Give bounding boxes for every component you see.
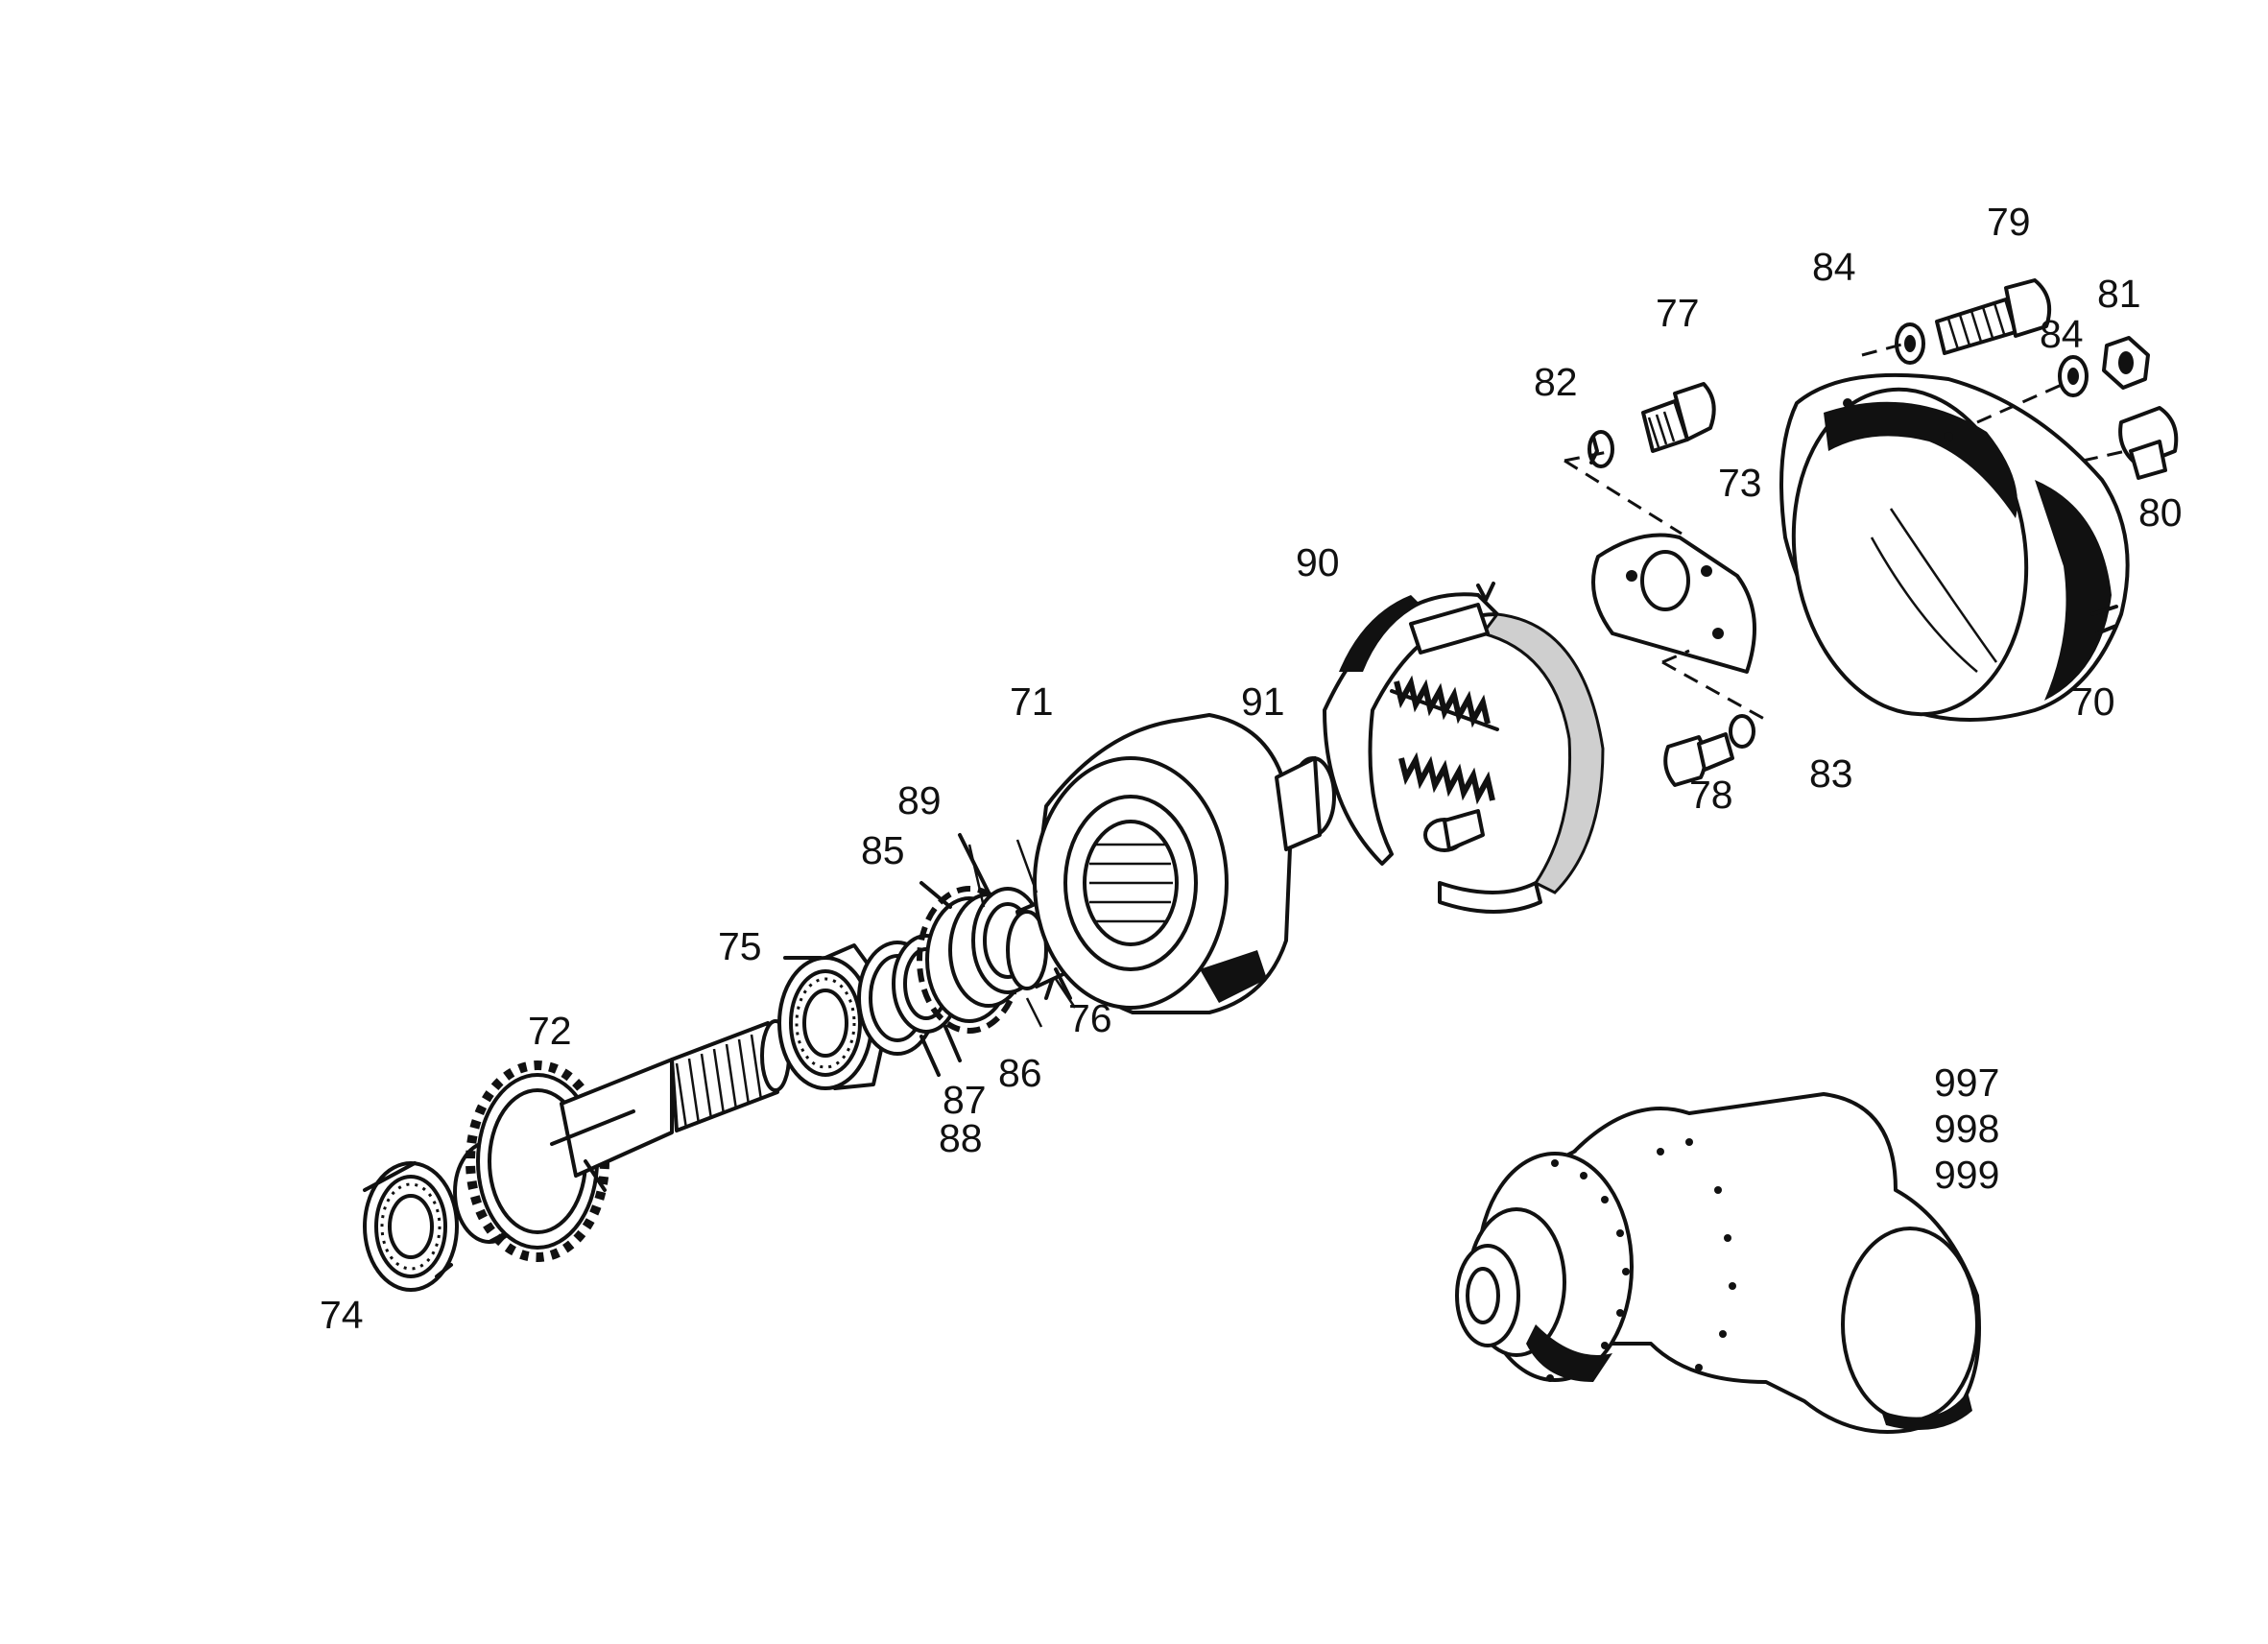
label-74: 74 (320, 1293, 364, 1337)
brake-springs (1390, 675, 1499, 805)
label-83: 83 (1809, 751, 1853, 796)
label-84-top: 84 (1812, 245, 1856, 289)
label-90: 90 (1296, 540, 1340, 584)
part-80-plug (2118, 406, 2179, 480)
complete-assembly (1455, 1092, 1981, 1434)
label-80: 80 (2138, 490, 2183, 535)
label-84-right: 84 (2040, 312, 2084, 356)
label-88: 88 (939, 1116, 983, 1160)
label-72: 72 (528, 1009, 572, 1053)
part-79-84-bolt-washer (1895, 278, 2051, 365)
label-997: 997 (1934, 1060, 1999, 1105)
part-74-bearing (363, 1161, 459, 1292)
label-77: 77 (1656, 291, 1700, 335)
label-87: 87 (943, 1078, 987, 1122)
label-76: 76 (1068, 996, 1112, 1040)
part-72-shaft (453, 1019, 791, 1262)
assembly-lines (1564, 342, 2127, 722)
label-998: 998 (1934, 1107, 1999, 1151)
callout-labels: 70 71 72 73 74 75 76 77 78 79 80 81 82 8… (320, 200, 2183, 1337)
label-86: 86 (998, 1051, 1042, 1095)
label-999: 999 (1934, 1153, 1999, 1197)
label-79: 79 (1987, 200, 2031, 244)
flange-bolt-holes (1546, 1138, 1736, 1382)
part-81-84-nut-washer (2058, 336, 2150, 397)
label-78: 78 (1689, 773, 1733, 817)
part-73-plate (1591, 533, 1756, 674)
shaft-splines (675, 1034, 763, 1130)
label-85: 85 (861, 828, 905, 872)
label-82: 82 (1534, 360, 1578, 404)
part-71-hub (1033, 713, 1336, 1014)
leader-lines (967, 839, 1077, 1028)
label-73: 73 (1718, 461, 1762, 505)
label-91: 91 (1241, 679, 1285, 724)
label-75: 75 (718, 924, 762, 968)
part-90-91-brake-shoes (1323, 582, 1605, 914)
label-70: 70 (2071, 679, 2115, 724)
part-78-bolt-washer (1663, 714, 1755, 787)
label-81: 81 (2097, 272, 2141, 316)
part-77-82-bolt-washer (1588, 382, 1716, 468)
label-89: 89 (897, 778, 942, 822)
part-75-bearing (777, 943, 895, 1090)
part-70-drum-cover (1779, 372, 2130, 722)
label-71: 71 (1010, 679, 1054, 724)
